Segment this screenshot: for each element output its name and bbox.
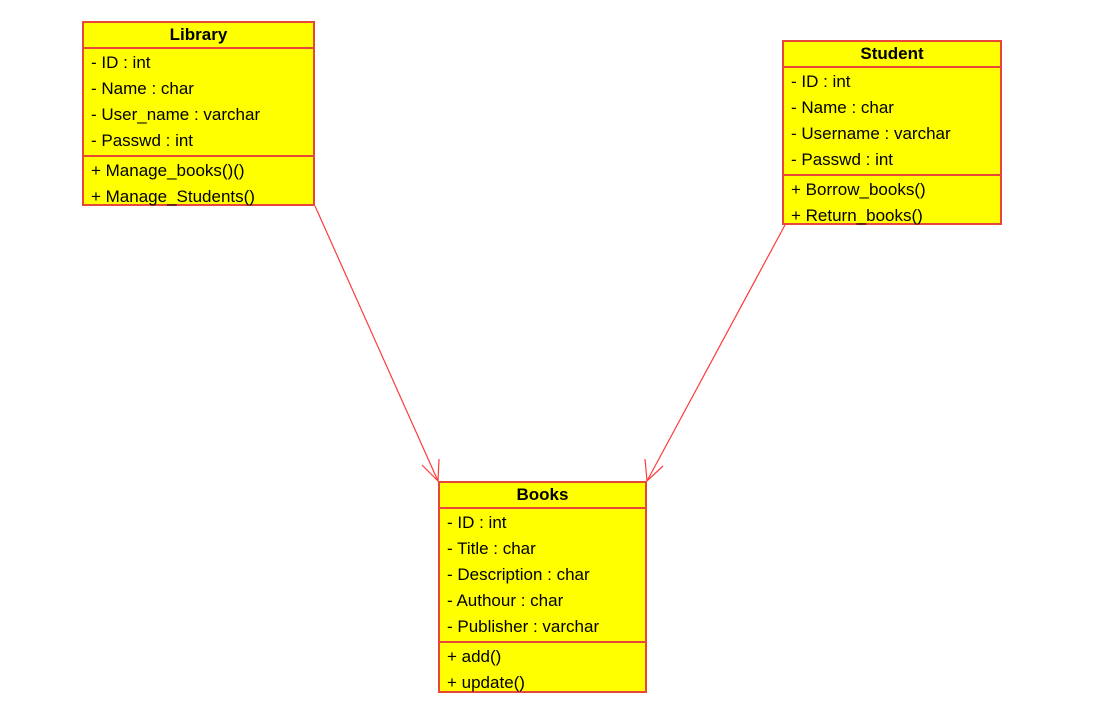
books-methods: + add() + update(): [440, 641, 645, 697]
library-attribute-name: - Name : char: [91, 79, 194, 98]
books-attribute-authour: - Authour : char: [447, 591, 564, 610]
books-method-add: + add(): [447, 647, 502, 666]
student-class[interactable]: Student - ID : int - Name : char - Usern…: [782, 40, 1002, 225]
student-attribute-passwd: - Passwd : int: [791, 150, 894, 169]
student-to-books-arrowhead: [644, 458, 664, 483]
student-to-books-association: [644, 224, 786, 483]
student-attribute-name: - Name : char: [791, 98, 894, 117]
books-attribute-id: - ID : int: [447, 513, 507, 532]
books-attribute-publisher: - Publisher : varchar: [447, 617, 600, 636]
books-attribute-title: - Title : char: [447, 539, 536, 558]
student-methods: + Borrow_books() + Return_books(): [784, 174, 1000, 230]
library-method-manage-books: + Manage_books()(): [91, 161, 245, 180]
library-attributes: - ID : int - Name : char - User_name : v…: [84, 49, 313, 155]
books-class-name: Books: [440, 483, 645, 509]
student-attribute-username: - Username : varchar: [791, 124, 951, 143]
library-class[interactable]: Library - ID : int - Name : char - User_…: [82, 21, 315, 206]
library-to-books-line: [314, 205, 439, 482]
student-method-borrow-books: + Borrow_books(): [791, 180, 926, 199]
books-class[interactable]: Books - ID : int - Title : char - Descri…: [438, 481, 647, 693]
library-attribute-id: - ID : int: [91, 53, 151, 72]
books-attribute-description: - Description : char: [447, 565, 590, 584]
library-attribute-user-name: - User_name : varchar: [91, 105, 261, 124]
library-to-books-association: [314, 205, 440, 483]
library-class-name: Library: [84, 23, 313, 49]
library-method-manage-students: + Manage_Students(): [91, 187, 255, 206]
student-to-books-line: [646, 224, 786, 482]
books-attributes: - ID : int - Title : char - Description …: [440, 509, 645, 641]
student-class-name: Student: [784, 42, 1000, 68]
library-methods: + Manage_books()() + Manage_Students(): [84, 155, 313, 211]
books-method-update: + update(): [447, 673, 525, 692]
library-attribute-passwd: - Passwd : int: [91, 131, 194, 150]
student-attribute-id: - ID : int: [791, 72, 851, 91]
student-attributes: - ID : int - Name : char - Username : va…: [784, 68, 1000, 174]
student-method-return-books: + Return_books(): [791, 206, 923, 225]
